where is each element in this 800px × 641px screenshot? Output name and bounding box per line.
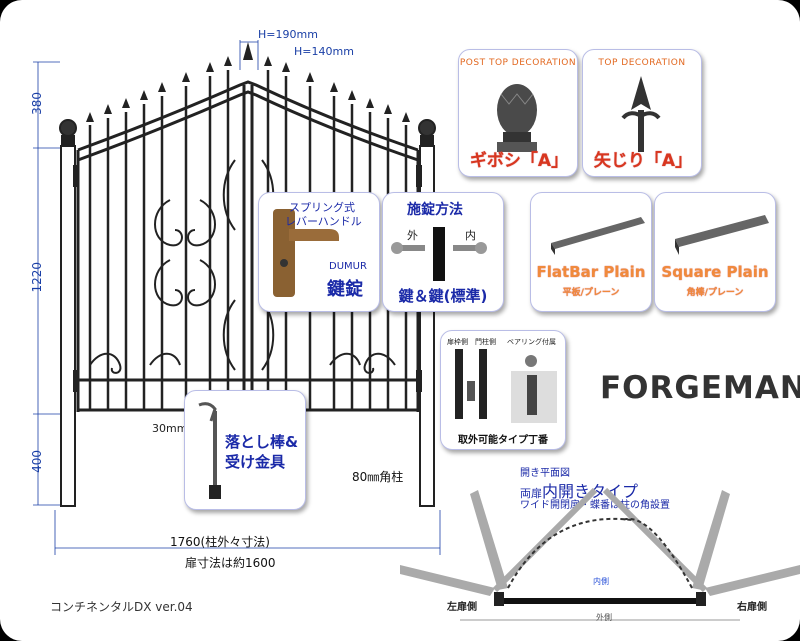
height-top-label: 380 (30, 92, 44, 115)
lever-handle-card: スプリング式 レバーハンドル DUMUR 鍵錠 (258, 192, 380, 312)
flatbar-icon (551, 217, 645, 255)
square-title: Square Plain (661, 263, 769, 281)
flatbar-sub: 平板/プレーン (562, 288, 620, 298)
hinge-bearing-label: ベアリング付属 (507, 338, 556, 346)
plan-right-side-label: 右扉側 (737, 602, 767, 613)
post-size-label: 80㎜角柱 (352, 470, 404, 484)
handle-line2: レバーハンドル (285, 215, 362, 228)
model-name: コンチネンタルDX ver.04 (50, 600, 193, 614)
spear-finial-icon (621, 76, 661, 152)
handle-line1: スプリング式 (289, 201, 355, 214)
locking-method-label: 鍵＆鍵(標準) (398, 287, 488, 305)
flatbar-title: FlatBar Plain (536, 263, 646, 281)
hinge-card: 扉枠側 門柱側 ベアリング付属 取外可能タイプ丁番 (440, 330, 566, 450)
plan-outside-label: 外側 (596, 613, 612, 622)
post-top-caption: POST TOP DECORATION (459, 58, 577, 68)
key-key-icon (391, 227, 487, 281)
hinge-caption: 取外可能タイプ丁番 (458, 435, 548, 446)
top-decoration-card: TOP DECORATION 矢じり「A」 (582, 49, 702, 177)
plan-subtitle: ワイド開閉扉・蝶番は柱の角設置 (520, 500, 670, 511)
posts (59, 119, 436, 507)
plan-title-prefix: 両扉 (520, 487, 542, 500)
plan-inside-label: 内側 (593, 577, 609, 586)
locking-outside: 外 (407, 229, 418, 242)
plan-left-side-label: 左扉側 (447, 602, 477, 613)
top-decoration-caption: TOP DECORATION (598, 58, 686, 68)
hinge-frame-label: 扉枠側 (447, 338, 468, 346)
locking-inside: 内 (465, 229, 476, 242)
locking-title: 施錠方法 (407, 202, 463, 218)
drop-bolt-icon (198, 402, 221, 499)
overall-width-label: 1760(柱外々寸法) (170, 535, 270, 549)
post-top-decoration-card: POST TOP DECORATION ギボシ「A」 (458, 49, 578, 177)
acorn-finial-icon (497, 84, 537, 152)
hinge-icon (455, 349, 557, 423)
hinges (73, 165, 422, 392)
brand-logo: FORGEMAN (600, 370, 800, 406)
drop-bolt-card: 落とし棒& 受け金具 (184, 390, 306, 510)
top-decoration-label: 矢じり「A」 (593, 151, 693, 171)
drop-bolt-line1: 落とし棒& (225, 433, 299, 451)
hinge-post-label: 門柱側 (475, 338, 496, 346)
post-top-label: ギボシ「A」 (469, 151, 569, 171)
lever-handle-icon (273, 209, 339, 297)
handle-brand: DUMUR (329, 261, 367, 272)
drop-bolt-line2: 受け金具 (225, 453, 286, 471)
square-sub: 角棒/プレーン (686, 288, 744, 298)
locking-method-card: 施錠方法 外 内 鍵＆鍵(標準) (382, 192, 504, 312)
flatbar-card: FlatBar Plain 平板/プレーン (530, 192, 652, 312)
height-mid-label: 1220 (30, 262, 44, 293)
spear-tips (86, 42, 410, 122)
width-140-label: H=140mm (294, 45, 354, 58)
width-190-label: H=190mm (258, 28, 318, 41)
handle-lock-label: 鍵錠 (327, 279, 363, 300)
square-bar-card: Square Plain 角棒/プレーン (654, 192, 776, 312)
plan-title-small: 開き平面図 (520, 468, 570, 479)
square-bar-icon (675, 215, 769, 255)
height-bottom-label: 400 (30, 450, 44, 473)
bar-gap-label: 30mm (152, 422, 188, 435)
plan-diagram (400, 487, 800, 621)
door-width-label: 扉寸法は約1600 (185, 556, 276, 570)
